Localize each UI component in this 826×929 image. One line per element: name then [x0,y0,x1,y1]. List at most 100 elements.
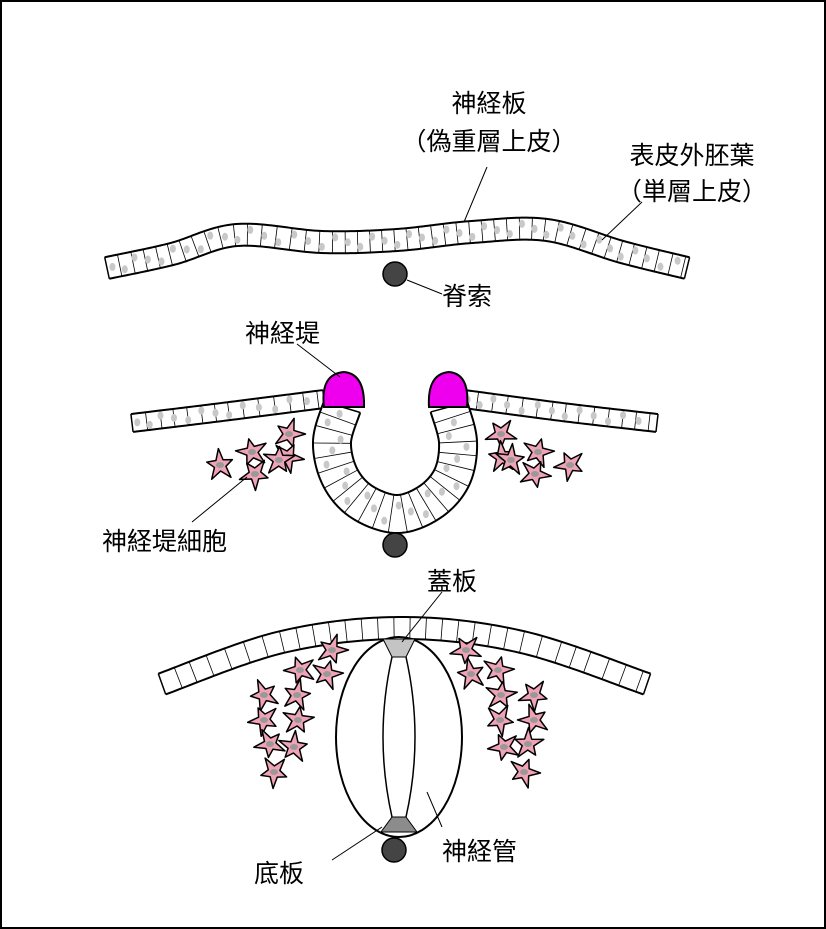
nucleus [291,230,298,239]
crest-cell-nucleus [520,769,528,775]
nucleus [453,482,460,491]
nucleus [336,409,343,418]
nucleus [329,446,336,455]
nucleus [548,406,555,415]
nucleus [286,395,293,404]
nucleus [657,262,664,271]
neural-plate-stage1-edge [109,238,685,280]
crest-cell-nucleus [534,449,542,455]
nucleus [590,411,597,420]
neural-crest-cell [517,680,548,713]
cell-wall [224,648,233,670]
cell-wall [178,240,187,262]
neural-crest-cell [317,633,350,664]
label-neural-tube: 神経管 [442,837,517,866]
cell-wall [438,451,477,457]
nucleus [518,406,525,415]
neural-crest-cell [253,728,286,759]
nucleus [456,229,463,238]
crest-cell-nucleus [467,671,475,677]
surface-ectoderm-right-edge [462,406,657,433]
crest-cell-nucleus [216,462,224,468]
label-neural-fold: 神経堤 [245,319,320,348]
neural-crest-cell [260,757,288,790]
crest-cell-nucleus [531,471,539,477]
nucleus [343,467,350,476]
cell-wall [439,440,477,444]
nucleus [255,403,262,412]
nucleus [303,397,310,406]
cell-wall [318,230,321,253]
cell-wall [332,476,363,502]
neural-crest-cell [519,461,553,489]
surface-ectoderm-right-edge [465,389,659,416]
label-notochord: 脊索 [442,282,492,311]
nucleus [344,238,351,247]
nucleus [261,231,268,240]
nucleus [357,242,364,251]
cell-wall [274,226,278,249]
nucleus [674,256,681,265]
cell-wall [328,622,332,644]
label-surface-ectoderm: 表皮外胚葉 [629,141,754,170]
notochord-3 [381,837,407,863]
nucleus [438,487,445,496]
nucleus [407,507,414,516]
nucleus [234,235,241,244]
band-end [103,257,111,279]
cell-wall [344,483,369,513]
neural-groove-edge [349,411,441,497]
crest-cell-nucleus [260,692,268,698]
cell-wall [416,487,437,521]
surface-ectoderm-right [462,389,659,433]
neural-plate-stage1-edge [104,216,690,259]
crest-cell-nucleus [248,449,256,455]
nucleus [275,238,282,247]
cell-wall [387,494,395,533]
cell-wall [357,488,377,522]
nucleus [169,244,176,253]
neural-crest-cell [249,679,279,712]
cell-wall [288,228,293,250]
nucleus [185,416,192,425]
nucleus [342,481,349,490]
nucleus [561,412,568,421]
cell-wall [261,635,269,658]
nucleus [247,225,254,234]
surface-ectoderm-left-fill [130,390,326,432]
cell-wall [667,253,674,275]
nucleus [557,223,564,232]
neural-crest-cell [246,707,277,738]
cell-wall [487,624,492,647]
nucleus [432,236,439,245]
crest-cell-nucleus [251,471,259,477]
nucleus [406,230,413,239]
nucleus [212,408,219,417]
nucleus [305,237,312,246]
cell-wall [554,641,562,663]
crest-cell-nucleus [524,741,532,747]
neural-crest-cell [282,705,316,733]
cell-wall [653,250,660,272]
band-end [642,673,652,695]
cell-wall [680,256,687,278]
cell-wall [316,390,320,409]
label-roof-plate: 蓋板 [427,567,477,596]
nucleus [272,405,279,414]
crest-cell-nucleus [500,744,508,750]
crest-cell-nucleus [275,457,283,463]
nucleus [534,400,541,409]
cell-wall [475,391,479,410]
neural-crest-cell [510,758,542,789]
crest-cell-nucleus [294,717,302,723]
nucleus [121,265,128,274]
cell-wall [242,641,251,663]
cell-wall [356,231,359,254]
nucleus [635,416,642,425]
band-end [130,413,134,433]
label-surface-ectoderm-sub: （単層上皮） [617,177,767,206]
nucleus [318,242,325,251]
nucleus [197,245,204,254]
nucleus [381,516,388,525]
nucleus [131,253,138,262]
